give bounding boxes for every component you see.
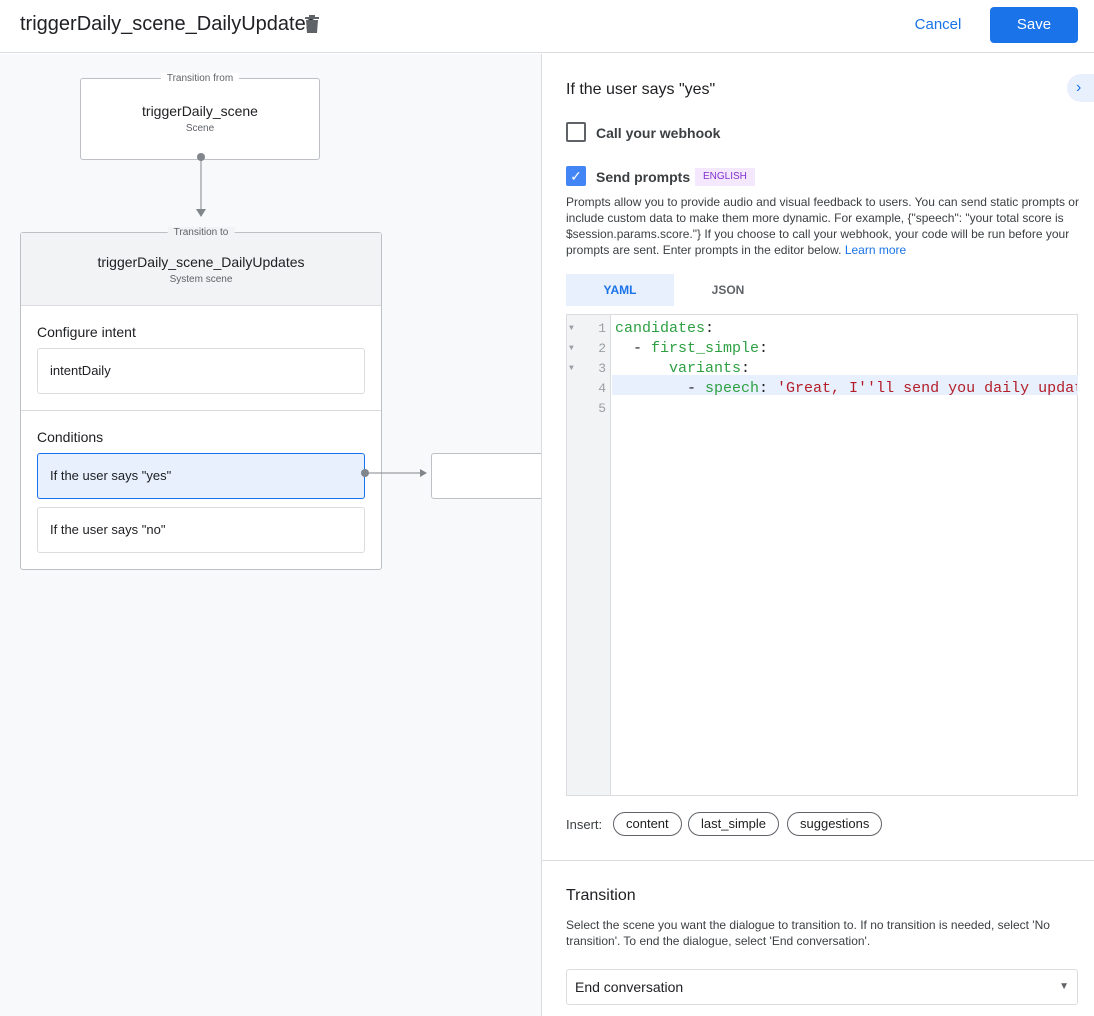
insert-last-simple-chip[interactable]: last_simple [688, 812, 780, 836]
dropdown-arrow-icon: ▼ [1059, 981, 1069, 992]
code-line: - speech: 'Great, I''ll send you daily u… [615, 380, 1077, 397]
condition-yes[interactable]: If the user says "yes" [37, 453, 365, 499]
condition-connector [361, 469, 427, 477]
page-title: triggerDaily_scene_DailyUpdates [20, 13, 316, 35]
condition-no[interactable]: If the user says "no" [37, 507, 365, 553]
webhook-label: Call your webhook [596, 125, 721, 141]
language-badge: ENGLISH [695, 168, 755, 186]
transition-heading: Transition [566, 887, 636, 904]
save-button[interactable]: Save [990, 7, 1078, 43]
insert-content-chip[interactable]: content [613, 812, 682, 836]
tab-yaml[interactable]: YAML [566, 274, 674, 306]
chevron-right-icon[interactable]: › [1067, 74, 1094, 102]
webhook-checkbox[interactable] [566, 122, 586, 142]
conditions-heading: Conditions [37, 429, 104, 445]
transition-from-label: Transition from [160, 73, 240, 84]
description-text: Prompts allow you to provide audio and v… [566, 195, 1079, 257]
connector-arrow [196, 153, 206, 217]
code-editor[interactable]: ▼1 ▼2 ▼3 4 5 candidates: - first_simple:… [566, 314, 1078, 796]
transition-value: End conversation [575, 979, 684, 995]
check-icon: ✓ [570, 168, 582, 184]
fold-icon[interactable]: ▼ [569, 364, 574, 373]
intent-field[interactable]: intentDaily [37, 348, 365, 394]
to-scene-name: triggerDaily_scene_DailyUpdates [97, 254, 305, 270]
insert-label: Insert: [566, 817, 603, 832]
configure-intent-heading: Configure intent [37, 324, 136, 340]
transition-from-card[interactable]: Transition from triggerDaily_scene Scene [80, 73, 320, 160]
code-line: - first_simple: [615, 340, 769, 357]
panel-title: If the user says "yes" [566, 81, 716, 98]
transition-select[interactable]: End conversation ▼ [566, 969, 1078, 1005]
transition-to-card: Transition to triggerDaily_scene_DailyUp… [20, 227, 382, 570]
prompts-label: Send prompts [596, 169, 691, 185]
prompts-checkbox[interactable]: ✓ [566, 166, 586, 186]
cancel-button[interactable]: Cancel [914, 16, 962, 33]
prompts-description: Prompts allow you to provide audio and v… [566, 194, 1086, 258]
header: triggerDaily_scene_DailyUpdates Cancel S… [0, 0, 1094, 53]
condition-panel: If the user says "yes" › Call your webho… [542, 54, 1094, 1016]
scene-canvas: Transition from triggerDaily_scene Scene… [0, 54, 541, 1016]
to-scene-type: System scene [169, 274, 233, 285]
fold-icon[interactable]: ▼ [569, 344, 574, 353]
target-scene-placeholder[interactable] [431, 453, 541, 499]
transition-to-label: Transition to [167, 227, 235, 238]
learn-more-link[interactable]: Learn more [844, 243, 907, 257]
trash-icon[interactable] [304, 15, 320, 33]
insert-suggestions-chip[interactable]: suggestions [787, 812, 883, 836]
line-gutter: ▼1 ▼2 ▼3 4 5 [567, 315, 611, 795]
code-line: candidates: [615, 320, 715, 337]
fold-icon[interactable]: ▼ [569, 324, 574, 333]
from-scene-type: Scene [185, 123, 215, 134]
code-line: variants: [669, 360, 751, 377]
tab-json[interactable]: JSON [711, 283, 745, 297]
from-scene-name: triggerDaily_scene [142, 103, 258, 119]
transition-description: Select the scene you want the dialogue t… [566, 918, 1050, 948]
